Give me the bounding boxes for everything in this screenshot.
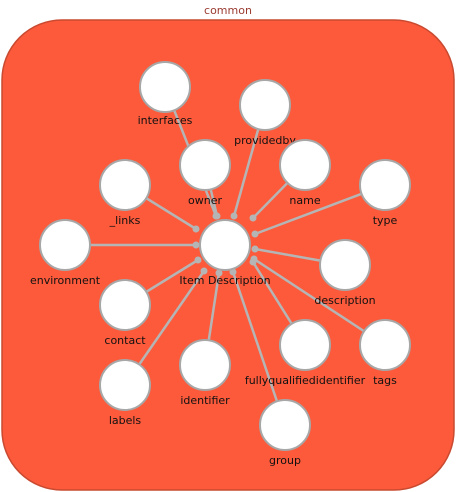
endpoint-dot bbox=[251, 230, 259, 238]
node-environment[interactable]: environment bbox=[30, 219, 101, 287]
node-label: fullyqualifiedidentifier bbox=[245, 374, 366, 387]
node-label: tags bbox=[373, 374, 397, 387]
node-description[interactable]: description bbox=[314, 239, 376, 307]
endpoint-dot bbox=[249, 214, 257, 222]
center-node-label: Item Description bbox=[179, 274, 270, 287]
endpoint-dot bbox=[200, 267, 208, 275]
endpoint-dot bbox=[229, 268, 237, 276]
node-name[interactable]: name bbox=[279, 139, 331, 207]
node-links[interactable]: _links bbox=[99, 159, 151, 227]
endpoint-dot bbox=[194, 256, 202, 264]
node-group[interactable]: group bbox=[259, 399, 311, 467]
endpoint-dot bbox=[192, 225, 200, 233]
node-identifier[interactable]: identifier bbox=[179, 339, 231, 407]
node-label: providedby bbox=[234, 134, 296, 147]
node-type[interactable]: type bbox=[359, 159, 411, 227]
node-label: group bbox=[269, 454, 301, 467]
node-label: type bbox=[373, 214, 398, 227]
node-label: environment bbox=[30, 274, 101, 287]
endpoint-dot bbox=[230, 212, 238, 220]
node-item-description[interactable]: Item Description bbox=[179, 219, 271, 287]
node-labels[interactable]: labels bbox=[99, 359, 151, 427]
endpoint-dot bbox=[213, 212, 221, 220]
node-contact[interactable]: contact bbox=[99, 279, 151, 347]
endpoint-dot bbox=[250, 255, 258, 263]
node-label: description bbox=[314, 294, 375, 307]
node-label: name bbox=[289, 194, 320, 207]
node-label: interfaces bbox=[138, 114, 193, 127]
node-label: contact bbox=[104, 334, 146, 347]
endpoint-dot bbox=[192, 241, 200, 249]
node-interfaces[interactable]: interfaces bbox=[138, 61, 193, 127]
endpoint-dot bbox=[215, 269, 223, 277]
node-tags[interactable]: tags bbox=[359, 319, 411, 387]
group-label: common bbox=[204, 4, 252, 17]
node-label: _links bbox=[109, 214, 141, 227]
node-label: owner bbox=[188, 194, 222, 207]
node-fullyqualifiedidentifier[interactable]: fullyqualifiedidentifier bbox=[245, 319, 366, 387]
node-providedby[interactable]: providedby bbox=[234, 79, 296, 147]
node-owner[interactable]: owner bbox=[179, 139, 231, 207]
node-label: identifier bbox=[180, 394, 230, 407]
edge-tags bbox=[253, 257, 386, 347]
edge-endpoints bbox=[192, 212, 259, 277]
endpoint-dot bbox=[251, 245, 259, 253]
edge-group bbox=[231, 271, 287, 426]
node-label: labels bbox=[109, 414, 142, 427]
